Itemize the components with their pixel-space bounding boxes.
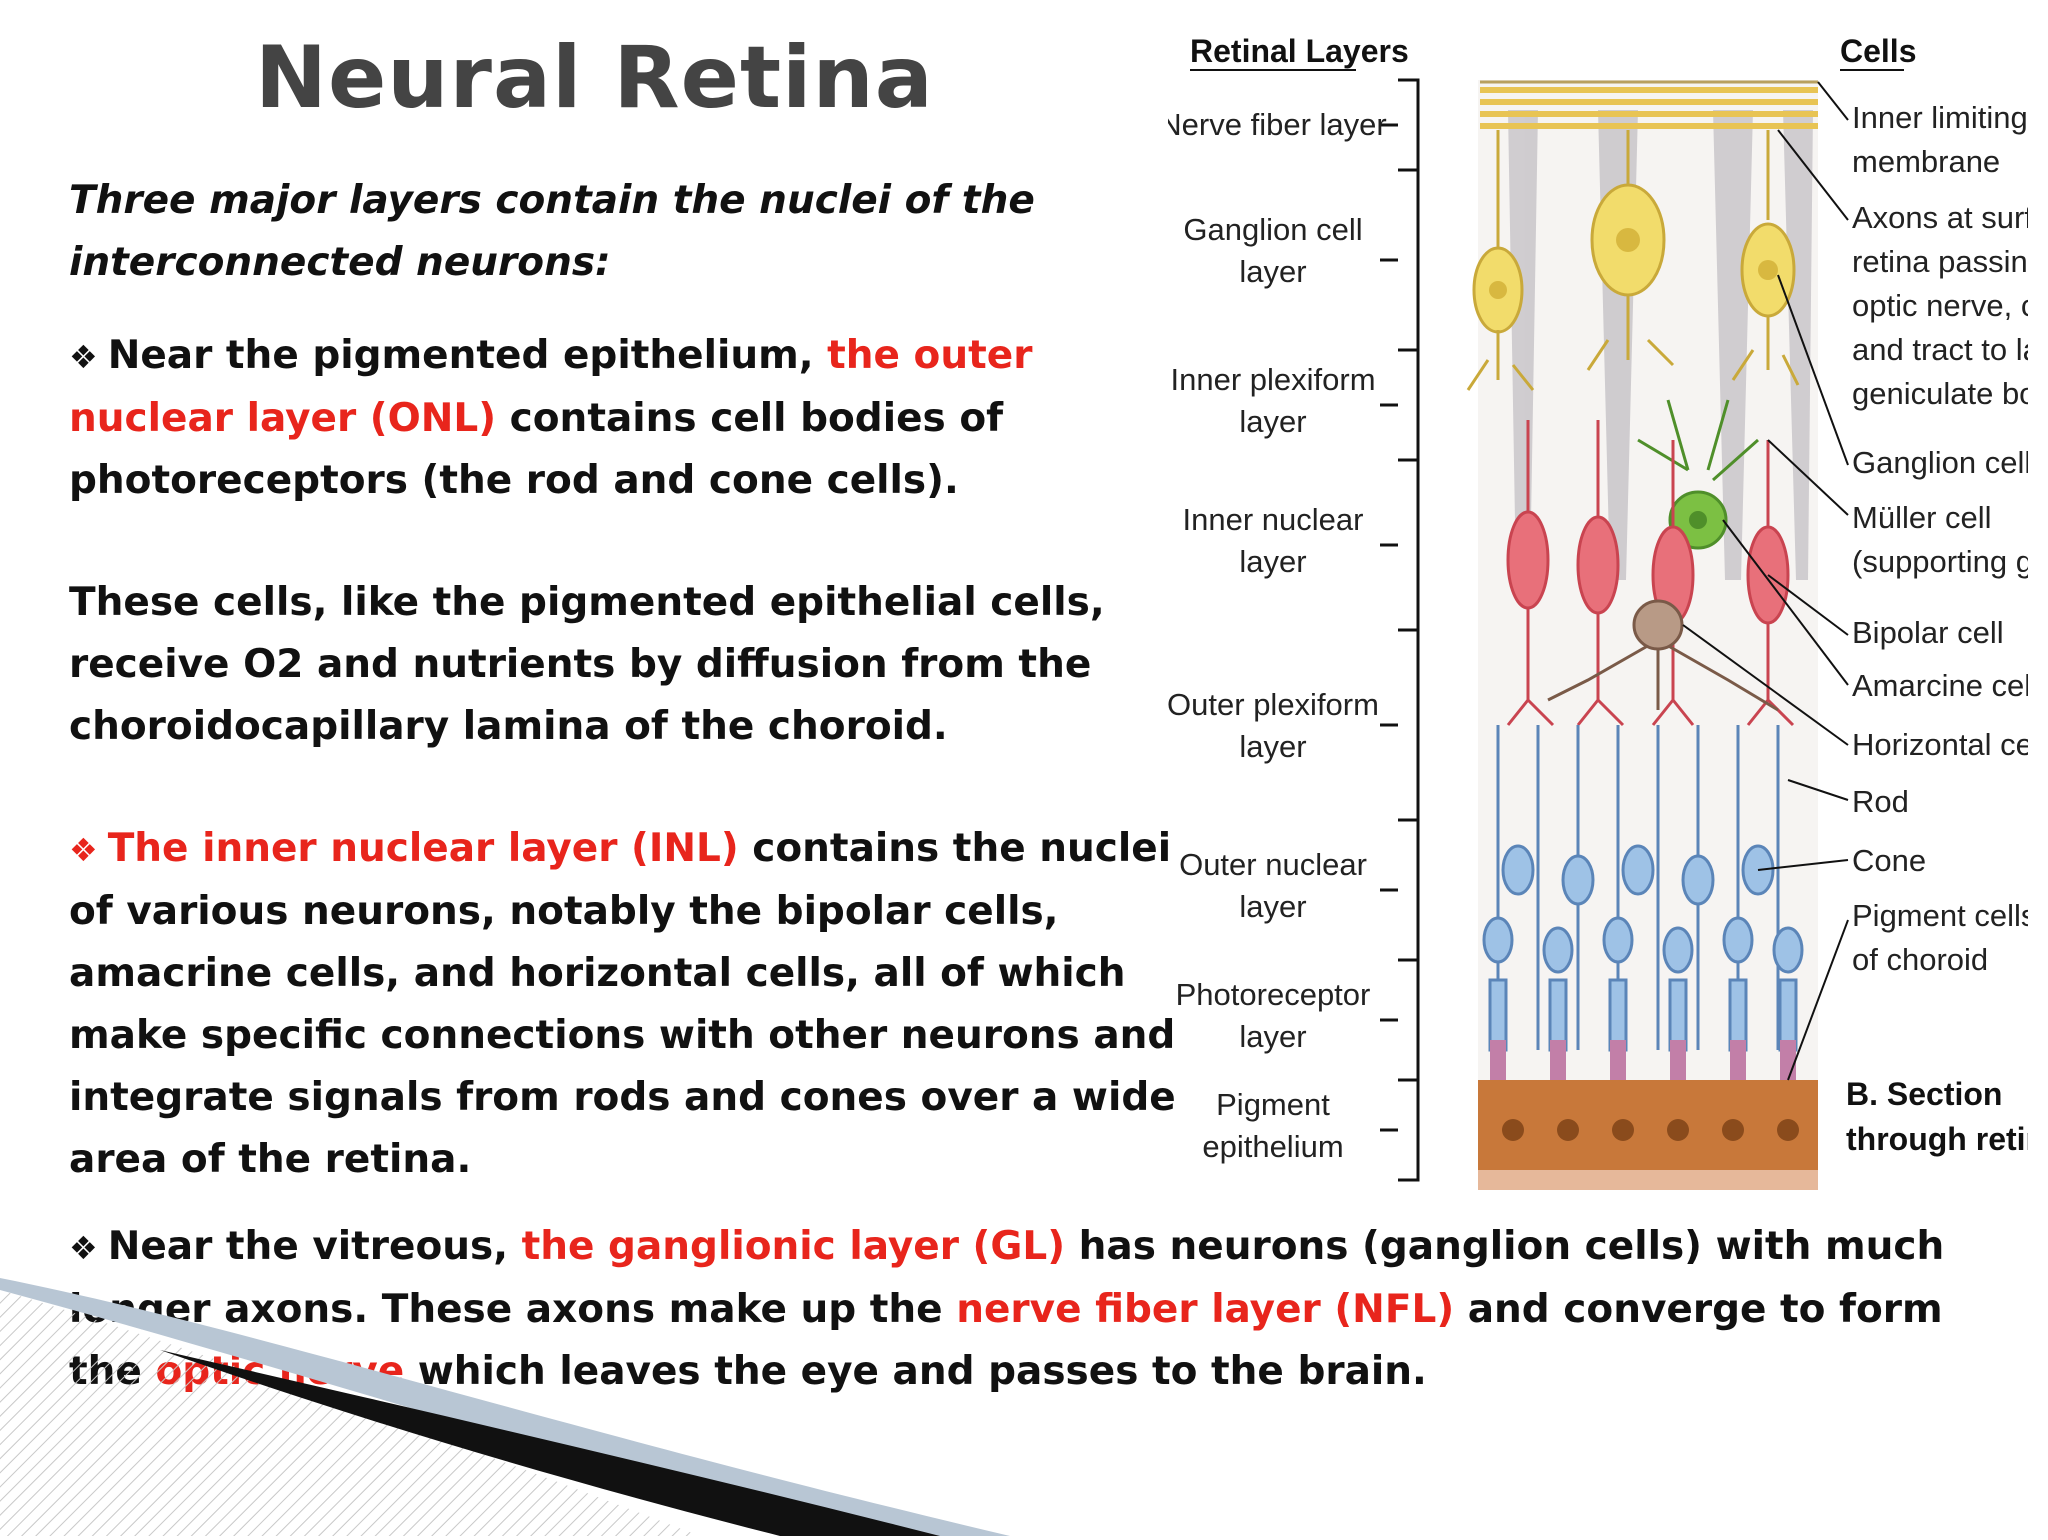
layer-label-outer-nuclear-2: layer: [1239, 889, 1306, 924]
cell-label-axons-2: retina passing via: [1852, 244, 2028, 279]
bullet-icon: ❖: [69, 338, 98, 376]
layer-label-nerve-fiber: Nerve fiber layer: [1168, 107, 1387, 142]
cell-label-pigment-1: Pigment cells: [1852, 898, 2028, 933]
inl-rest: contains the nuclei of various neurons, …: [69, 826, 1176, 1182]
cell-label-axons-5: geniculate body: [1852, 376, 2028, 411]
cell-label-bipolar: Bipolar cell: [1852, 615, 2004, 650]
gl-mid: has neurons (ganglion cells) with much l…: [69, 1224, 1945, 1332]
cell-label-ganglion: Ganglion cell: [1852, 445, 2028, 480]
cell-label-axons-1: Axons at surface of: [1852, 200, 2028, 235]
gl-lead: Near the vitreous,: [107, 1224, 522, 1269]
cell-label-pigment-2: of choroid: [1852, 942, 1988, 977]
figure-caption-2: through retina: [1846, 1121, 2028, 1157]
layer-label-pigment-1: Pigment: [1216, 1087, 1330, 1122]
cells-heading: Cells: [1840, 33, 1916, 69]
inl-term: The inner nuclear layer (INL): [107, 826, 739, 871]
onl-rest: contains cell bodies of photoreceptors (…: [69, 396, 1004, 503]
bullet-icon: ❖: [69, 1229, 98, 1267]
retina-section-figure: Retinal Layers Cells: [1159, 20, 2048, 1200]
slide-title: Neural Retina: [255, 28, 934, 128]
decorative-swoosh: [0, 1260, 1200, 1536]
intro-text: Three major layers contain the nuclei of…: [69, 178, 1035, 285]
cell-label-axons-3: optic nerve, chiasm: [1852, 288, 2028, 323]
layer-label-outer-plexiform-2: layer: [1239, 729, 1306, 764]
gl-end: which leaves the eye and passes to the b…: [404, 1349, 1427, 1394]
nfl-term: nerve fiber layer (NFL): [956, 1287, 1455, 1332]
paragraph-diffusion: These cells, like the pigmented epitheli…: [69, 580, 1105, 749]
layer-label-inner-plexiform-2: layer: [1239, 404, 1306, 439]
onl-term: the outer nuclear layer (ONL): [69, 333, 1033, 441]
figure-caption-1: B. Section: [1846, 1076, 2002, 1112]
cell-label-ilm-1: Inner limiting: [1852, 100, 2028, 135]
cell-label-muller-2: (supporting glial cell): [1852, 544, 2028, 579]
cell-label-amacrine: Amarcine cell: [1852, 668, 2028, 703]
layer-label-pigment-2: epithelium: [1202, 1129, 1343, 1164]
layer-label-outer-nuclear-1: Outer nuclear: [1179, 847, 1367, 882]
layer-label-inner-plexiform-1: Inner plexiform: [1170, 362, 1375, 397]
layer-label-outer-plexiform-1: Outer plexiform: [1168, 687, 1379, 722]
cell-label-rod: Rod: [1852, 784, 1909, 819]
cell-label-horizontal: Horizontal cell: [1852, 727, 2028, 762]
cell-label-cone: Cone: [1852, 843, 1926, 878]
layer-label-ganglion-1: Ganglion cell: [1183, 212, 1362, 247]
onl-lead: Near the pigmented epithelium,: [107, 333, 828, 378]
bullet-icon: ❖: [69, 831, 98, 869]
layer-label-photoreceptor-1: Photoreceptor: [1176, 977, 1371, 1012]
gl-term: the ganglionic layer (GL): [521, 1224, 1066, 1269]
cell-label-ilm-2: membrane: [1852, 144, 2000, 179]
layers-heading: Retinal Layers: [1190, 33, 1409, 69]
layer-label-inner-nuclear-1: Inner nuclear: [1183, 502, 1364, 537]
cell-label-muller-1: Müller cell: [1852, 500, 1992, 535]
paragraph-onl: ❖Near the pigmented epithelium, the oute…: [69, 325, 1149, 512]
layer-label-ganglion-2: layer: [1239, 254, 1306, 289]
layer-label-photoreceptor-2: layer: [1239, 1019, 1306, 1054]
cell-label-axons-4: and tract to lateral: [1852, 332, 2028, 367]
paragraph-inl: ❖The inner nuclear layer (INL) contains …: [69, 818, 1179, 1191]
layer-label-inner-nuclear-2: layer: [1239, 544, 1306, 579]
